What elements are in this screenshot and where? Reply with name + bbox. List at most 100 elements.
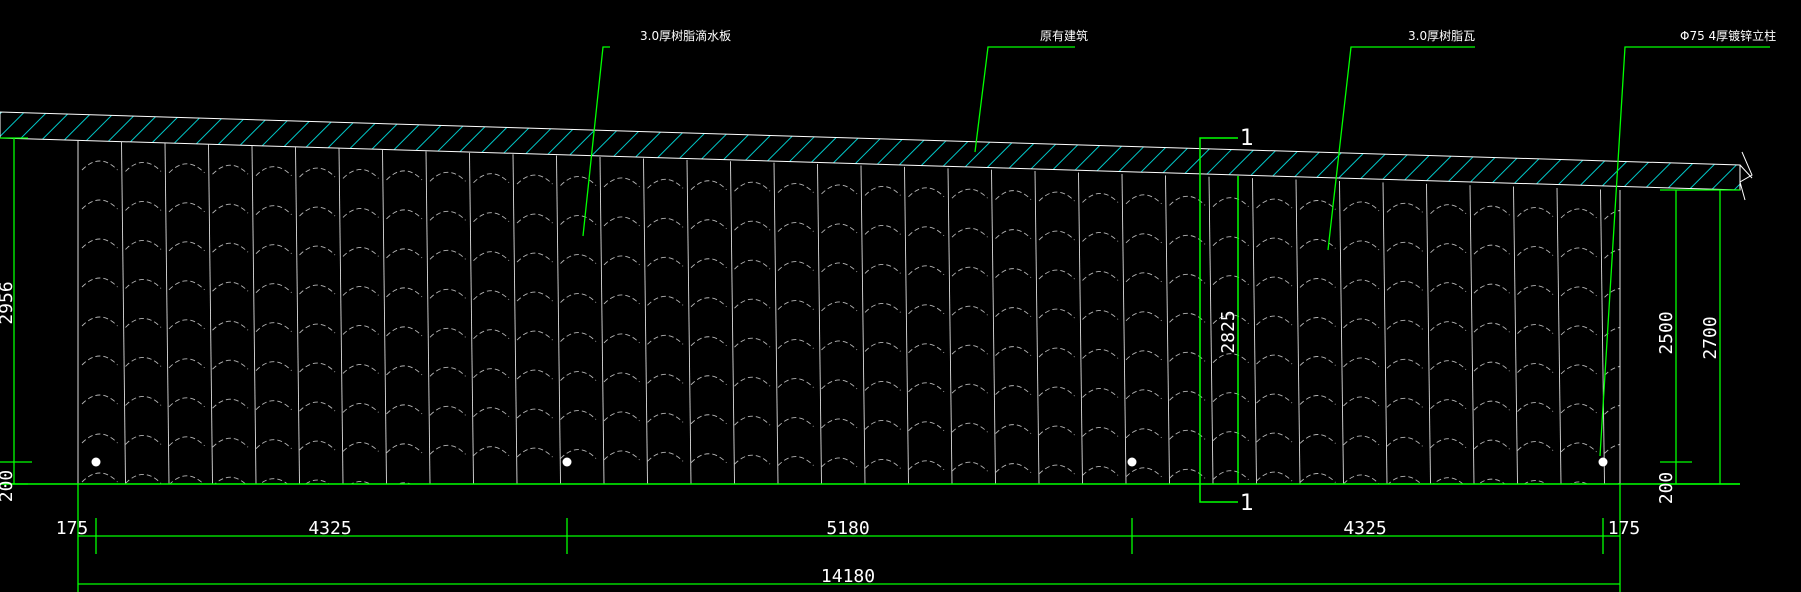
tile-arc	[560, 215, 597, 225]
tile-arc	[342, 364, 379, 374]
roof-break-mark	[1739, 151, 1753, 201]
tile-seam	[295, 147, 300, 484]
tile-arc	[1560, 364, 1597, 375]
tile-arc	[1256, 393, 1293, 404]
tile-arc	[995, 229, 1032, 239]
tile-arc	[1038, 269, 1075, 280]
tile-arc	[864, 380, 901, 391]
tile-seam	[338, 148, 344, 484]
tile-arc	[212, 476, 249, 484]
tile-arc	[386, 170, 423, 181]
tile-arc	[168, 280, 205, 291]
tile-arc	[1430, 204, 1467, 215]
tile-arc	[603, 372, 640, 383]
tile-arc	[1082, 426, 1119, 437]
tile-arc	[864, 458, 901, 469]
tile-seam	[382, 149, 387, 484]
tile-arc	[1169, 195, 1206, 206]
tile-arc	[777, 183, 814, 193]
tile-arc	[299, 206, 336, 217]
tile-arc	[777, 300, 814, 310]
tile-arc	[951, 461, 988, 472]
tile-arc	[1125, 194, 1162, 205]
tile-seam	[469, 152, 474, 484]
tile-arc	[1256, 276, 1293, 287]
tile-arc	[125, 239, 162, 250]
tile-arc	[516, 447, 553, 458]
tile-seam	[121, 141, 126, 484]
tile-seam	[556, 155, 561, 484]
tile-seam	[1295, 179, 1301, 484]
tile-arc	[429, 327, 466, 338]
tile-arc	[1212, 431, 1249, 441]
tile-arc	[1473, 322, 1510, 333]
tile-arc	[386, 287, 423, 298]
tile-arc	[1430, 321, 1467, 332]
tile-arc	[864, 419, 901, 430]
dim-right-height-b: 2700	[1700, 316, 1721, 359]
tile-arc	[1604, 365, 1620, 376]
tile-arc	[255, 244, 292, 254]
tile-arc	[429, 444, 466, 455]
tile-arc	[299, 362, 336, 373]
tile-arc	[908, 265, 945, 276]
tile-seam	[1165, 175, 1170, 484]
tile-arc	[1212, 470, 1249, 480]
tile-arc	[647, 334, 684, 345]
tile-arc	[995, 424, 1032, 434]
tile-arc	[342, 481, 379, 484]
tile-arc	[1169, 429, 1206, 440]
tile-arc	[1560, 286, 1597, 297]
tile-arc	[473, 446, 510, 457]
section-mark-top: 1	[1240, 126, 1254, 151]
tile-seam	[904, 166, 909, 484]
tile-arc	[1430, 477, 1467, 484]
tile-arc	[821, 223, 858, 234]
tile-seam	[686, 159, 692, 484]
tile-seam	[817, 163, 822, 484]
tile-arc	[342, 442, 379, 452]
tile-arc	[1038, 386, 1075, 397]
tile-arc	[951, 422, 988, 433]
tile-arc	[516, 291, 553, 302]
tile-arc	[1386, 358, 1423, 369]
tile-arc	[1343, 357, 1380, 368]
tile-arc	[342, 286, 379, 296]
tile-arc	[821, 457, 858, 468]
tile-arc	[168, 319, 205, 330]
tile-arc	[1169, 273, 1206, 284]
tile-arc	[81, 277, 118, 288]
tile-arc	[1386, 319, 1423, 330]
tile-arc	[473, 212, 510, 223]
tile-seam	[1600, 189, 1605, 484]
leader-lines	[582, 46, 1770, 457]
tile-arc	[473, 290, 510, 301]
tile-seam	[164, 142, 170, 484]
dim-seg-2: 5180	[826, 518, 869, 539]
tile-arc	[516, 369, 553, 380]
tile-arc	[342, 325, 379, 335]
tile-arc	[777, 261, 814, 271]
tile-arc	[777, 339, 814, 349]
tile-arc	[299, 245, 336, 256]
tile-arc	[603, 450, 640, 461]
tile-arc	[212, 203, 249, 214]
tile-arc	[603, 294, 640, 305]
tile-arc	[1299, 434, 1336, 444]
tile-arc	[1473, 205, 1510, 216]
tile-arc	[1082, 465, 1119, 476]
tile-arc	[1430, 360, 1467, 371]
tile-seam	[208, 144, 213, 484]
tile-arc	[560, 371, 597, 381]
tile-arc	[255, 205, 292, 215]
tile-arc	[908, 187, 945, 198]
tile-arc	[299, 284, 336, 295]
tile-arc	[429, 249, 466, 260]
tile-arc	[1299, 278, 1336, 288]
tile-arc	[647, 295, 684, 306]
tile-arc	[951, 188, 988, 199]
tile-arc	[1517, 441, 1554, 451]
tile-arc	[1517, 324, 1554, 334]
tile-arc	[81, 433, 118, 444]
tile-arc	[212, 164, 249, 175]
